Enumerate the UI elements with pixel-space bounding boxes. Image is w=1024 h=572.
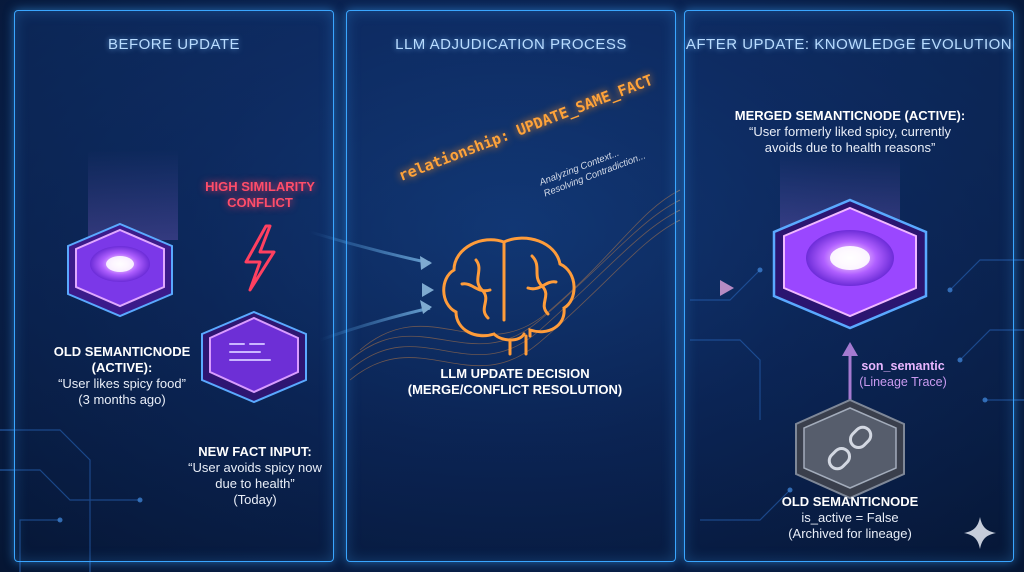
archived-node-body-1: is_active = False xyxy=(760,510,940,526)
new-fact-body-1: “User avoids spicy now xyxy=(160,460,350,476)
decision-line-2: (MERGE/CONFLICT RESOLUTION) xyxy=(390,382,640,398)
conflict-line-1: HIGH SIMILARITY xyxy=(190,179,330,195)
merged-node-title: MERGED SEMANTICNODE (ACTIVE): xyxy=(700,108,1000,124)
brain-icon xyxy=(444,238,574,354)
old-node-body-2: (3 months ago) xyxy=(22,392,222,408)
conflict-line-2: CONFLICT xyxy=(190,195,330,211)
archived-node xyxy=(796,400,904,498)
merged-node-body-2: avoids due to health reasons” xyxy=(700,140,1000,156)
merged-node-body-1: “User formerly liked spicy, currently xyxy=(700,124,1000,140)
old-active-node xyxy=(68,224,172,316)
archived-node-label: OLD SEMANTICNODE is_active = False (Arch… xyxy=(760,494,940,542)
old-node-title-1: OLD SEMANTICNODE xyxy=(22,344,222,360)
decision-label: LLM UPDATE DECISION (MERGE/CONFLICT RESO… xyxy=(390,366,640,398)
archived-node-title: OLD SEMANTICNODE xyxy=(760,494,940,510)
sparkle-icon xyxy=(962,515,998,551)
lineage-label: son_semantic (Lineage Trace) xyxy=(848,358,958,390)
new-fact-title: NEW FACT INPUT: xyxy=(160,444,350,460)
old-node-body-1: “User likes spicy food” xyxy=(22,376,222,392)
new-fact-body-2: due to health” xyxy=(160,476,350,492)
conflict-label: HIGH SIMILARITY CONFLICT xyxy=(190,179,330,211)
merged-node xyxy=(774,200,926,328)
lightning-icon xyxy=(246,226,274,290)
old-node-label: OLD SEMANTICNODE (ACTIVE): “User likes s… xyxy=(22,344,222,408)
new-fact-body-3: (Today) xyxy=(160,492,350,508)
merged-node-label: MERGED SEMANTICNODE (ACTIVE): “User form… xyxy=(700,108,1000,156)
new-fact-label: NEW FACT INPUT: “User avoids spicy now d… xyxy=(160,444,350,508)
lineage-note: (Lineage Trace) xyxy=(848,374,958,390)
archived-node-body-2: (Archived for lineage) xyxy=(760,526,940,542)
old-node-title-2: (ACTIVE): xyxy=(22,360,222,376)
lineage-relation: son_semantic xyxy=(848,358,958,374)
decision-line-1: LLM UPDATE DECISION xyxy=(390,366,640,382)
